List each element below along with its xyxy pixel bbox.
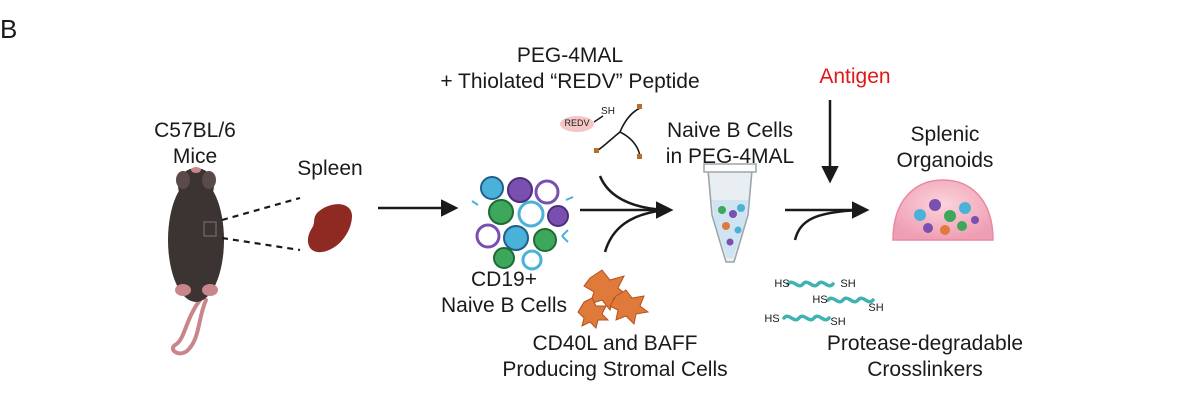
peg-label-line-2: + Thiolated “REDV” Peptide (440, 70, 700, 93)
panel-letter: B (0, 14, 18, 44)
crosslinker-hs-2: HS (812, 294, 828, 306)
spleen-label: Spleen (297, 157, 363, 180)
mice-label: C57BL/6 Mice (140, 118, 250, 170)
crosslinker-sh-3: SH (830, 316, 846, 328)
organoids-label-line-1: Splenic (910, 123, 980, 146)
stromal-label-line-2: Producing Stromal Cells (502, 358, 728, 381)
peg-sh-label: SH (601, 106, 615, 117)
crosslinker-sh-2: SH (868, 302, 884, 314)
crosslinker-sh-1: SH (840, 278, 856, 290)
organoid-icon (892, 179, 994, 241)
peg-label-line-1: PEG-4MAL (516, 44, 624, 67)
antigen-label: Antigen (819, 65, 891, 88)
tube-icon (703, 163, 757, 263)
mice-label-line-2: Mice (172, 145, 218, 168)
organoids-label: Splenic Organoids (895, 122, 995, 174)
crosslinker-hs-1: HS (774, 278, 790, 290)
crosslinkers-icon (782, 280, 875, 322)
crosslinkers-label-line-1: Protease-degradable (826, 332, 1024, 355)
peg-label: PEG-4MAL + Thiolated “REDV” Peptide (410, 43, 730, 95)
merge-arrow (580, 175, 674, 253)
stromal-cells-icon (577, 269, 650, 329)
spleen-icon (307, 204, 352, 253)
b-cells-cluster-icon (471, 176, 574, 271)
organoids-label-line-2: Organoids (896, 149, 994, 172)
mouse-icon (168, 167, 224, 356)
redv-label: REDV (564, 118, 590, 128)
crosslinkers-label-line-2: Crosslinkers (867, 358, 983, 381)
naive-peg-label-line-2: in PEG-4MAL (665, 145, 795, 168)
stromal-label: CD40L and BAFF Producing Stromal Cells (480, 331, 750, 383)
naive-peg-label-line-1: Naive B Cells (666, 119, 794, 142)
zoom-lines (221, 196, 301, 252)
cd19-label-line-2: Naive B Cells (440, 294, 568, 317)
peg-molecule-icon (560, 104, 642, 159)
arrow-to-organoids (785, 201, 870, 241)
cd19-label: CD19+ Naive B Cells (424, 267, 584, 319)
mice-label-line-1: C57BL/6 (154, 119, 236, 142)
crosslinkers-label: Protease-degradable Crosslinkers (800, 331, 1050, 383)
stromal-label-line-1: CD40L and BAFF (532, 332, 698, 355)
cd19-label-line-1: CD19+ (471, 268, 537, 291)
crosslinker-hs-3: HS (764, 313, 780, 325)
naive-peg-label: Naive B Cells in PEG-4MAL (650, 118, 810, 170)
